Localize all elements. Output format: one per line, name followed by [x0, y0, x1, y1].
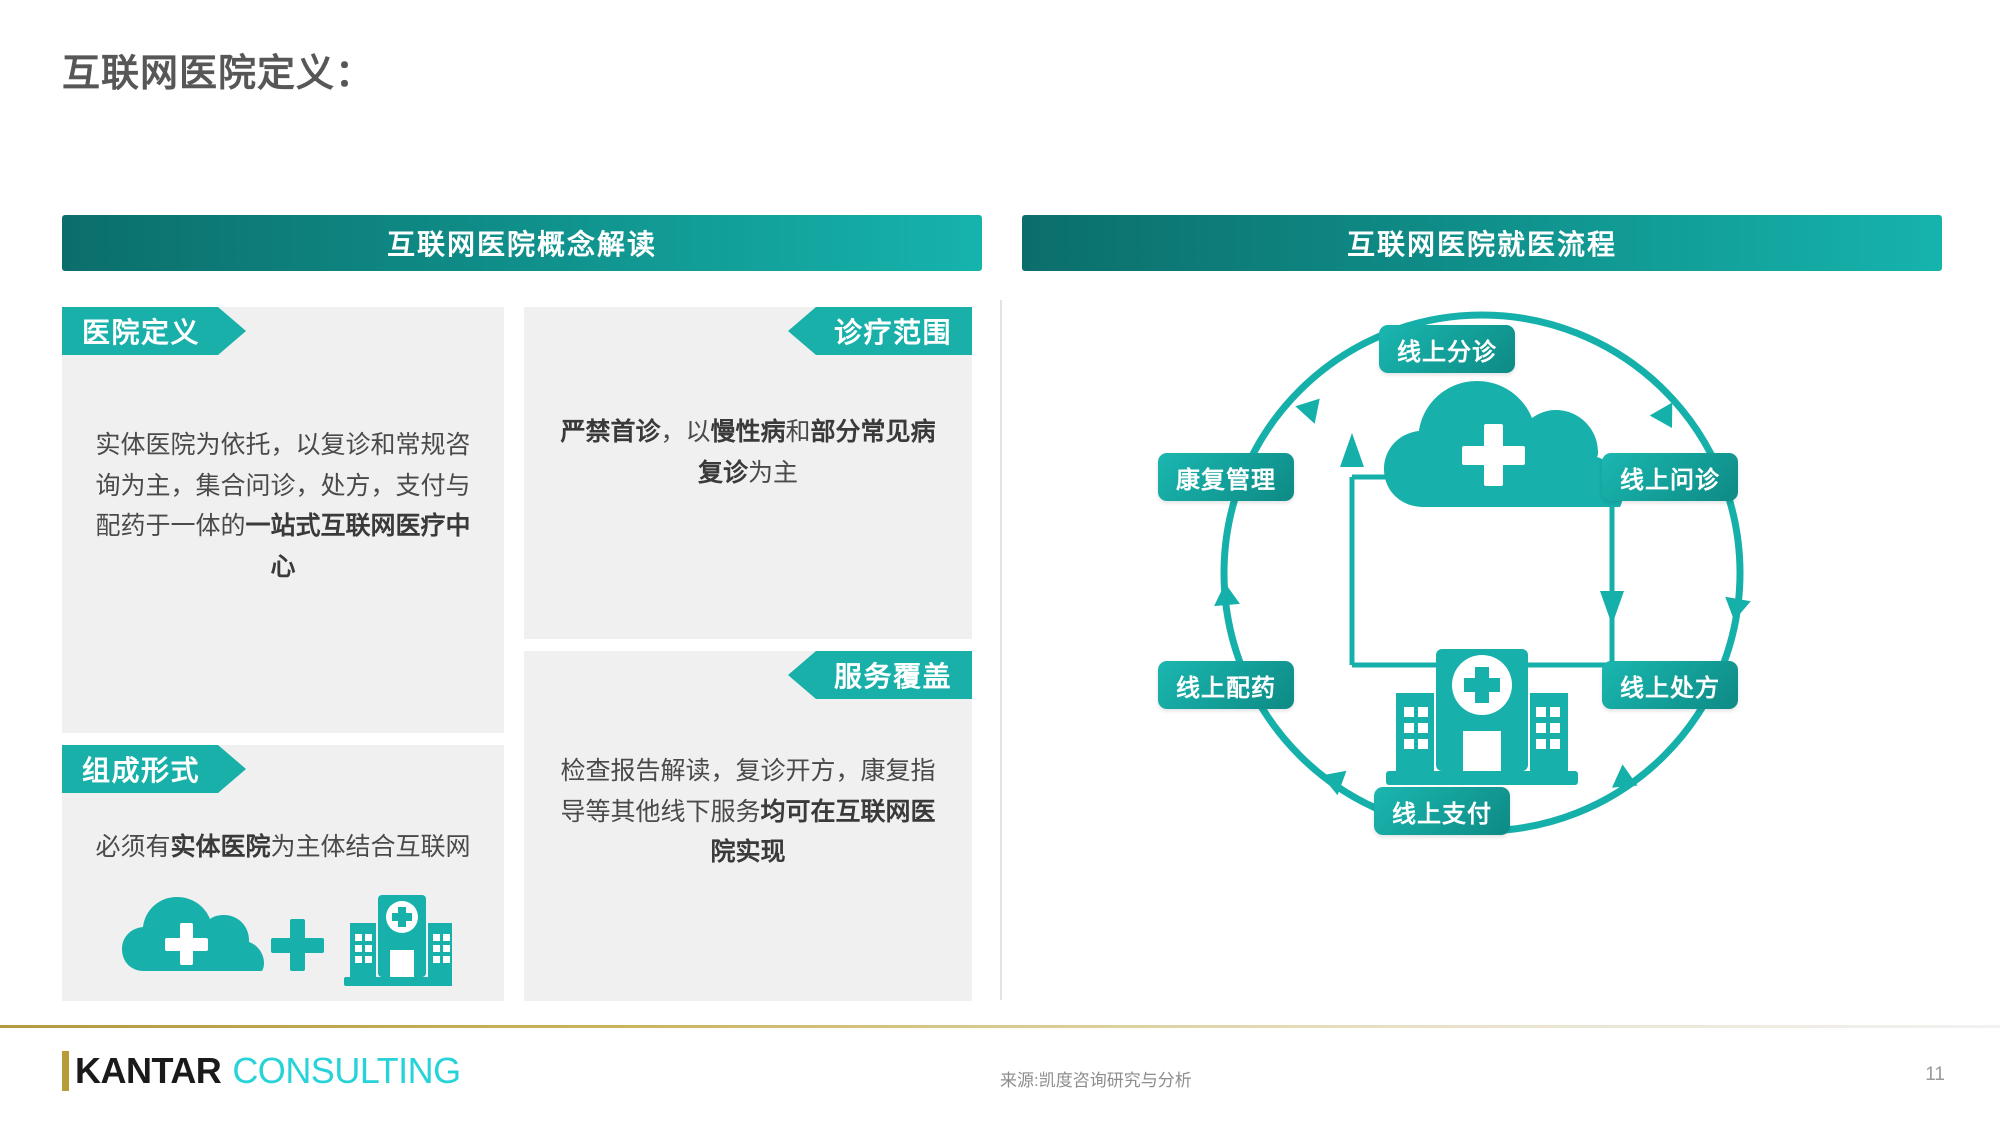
text-pre: 必须有	[95, 833, 171, 861]
text-pre: 实体医院为依托，以复诊和常规咨询为主，集合问诊，处方，支付与配药于一体的	[95, 431, 471, 540]
flow-circle-arrows	[1214, 311, 1751, 835]
kantar-consulting-logo: KANTAR CONSULTING	[62, 1050, 461, 1092]
card-treatment-scope-text: 严禁首诊，以慢性病和部分常见病复诊为主	[560, 412, 936, 493]
text-bold: 一站式互联网医疗中心	[245, 512, 471, 581]
arrowhead-top-left	[1295, 398, 1320, 424]
source-note: 来源:凯度咨询研究与分析	[1000, 1071, 1192, 1090]
hospital-cross-icon	[1386, 649, 1578, 785]
arrowhead-left	[1214, 583, 1240, 607]
page-title: 互联网医院定义：	[62, 53, 375, 95]
logo-consulting-text: CONSULTING	[232, 1050, 461, 1091]
footer-divider	[0, 1025, 2000, 1028]
arrowhead-bottom-left	[1321, 770, 1347, 796]
flow-node-prescription[interactable]: 线上处方	[1602, 661, 1738, 709]
flow-node-triage[interactable]: 线上分诊	[1379, 325, 1515, 373]
flow-node-payment[interactable]: 线上支付	[1374, 787, 1510, 835]
text-mid-1: ，以	[660, 418, 711, 446]
tag-label: 诊疗范围	[833, 317, 952, 348]
plus-icon	[271, 919, 324, 971]
card-service-coverage-text: 检查报告解读，复诊开方，康复指导等其他线下服务均可在互联网医院实现	[554, 751, 942, 873]
arrowhead-top-right	[1649, 402, 1673, 429]
right-banner-label: 互联网医院就医流程	[1346, 229, 1617, 260]
text-post: 为主体结合互联网	[270, 833, 471, 861]
text-bold-3: 部分常见病复诊	[697, 418, 936, 487]
loop-arrow-down	[1600, 591, 1624, 625]
text-bold-2: 慢性病	[710, 418, 786, 446]
right-panel-banner: 互联网医院就医流程	[1022, 215, 1942, 271]
composition-icon-group	[122, 887, 460, 987]
tag-label: 组成形式	[82, 755, 201, 786]
patient-flow-diagram: 线上分诊 线上问诊 线上处方 线上支付 线上配药 康复管理	[1022, 295, 1942, 995]
arrowhead-right	[1725, 596, 1751, 621]
text-bold: 均可在互联网医院实现	[710, 797, 936, 867]
tag-label: 医院定义	[82, 317, 201, 348]
text-pre: 检查报告解读，复诊开方，康复指导等其他线下服务	[560, 757, 936, 826]
text-bold: 实体医院	[170, 833, 271, 861]
tag-composition-form: 组成形式	[62, 745, 246, 793]
tag-treatment-scope: 诊疗范围	[787, 307, 972, 355]
left-panel-banner: 互联网医院概念解读	[62, 215, 982, 271]
text-mid-2: 和	[785, 418, 811, 446]
left-banner-label: 互联网医院概念解读	[386, 229, 657, 260]
text-bold-1: 严禁首诊	[560, 418, 661, 446]
card-hospital-definition-text: 实体医院为依托，以复诊和常规咨询为主，集合问诊，处方，支付与配药于一体的一站式互…	[94, 425, 472, 587]
cloud-plus-icon	[122, 897, 264, 971]
text-mid-3: 为主	[748, 458, 799, 487]
flow-node-label: 线上配药	[1176, 674, 1276, 702]
hospital-icon	[344, 895, 460, 986]
tag-hospital-definition: 医院定义	[62, 307, 246, 355]
right-panel: 互联网医院就医流程	[1022, 215, 1942, 1005]
card-composition-form: 组成形式 必须有实体医院为主体结合互联网	[62, 745, 504, 1001]
logo-kantar-text: KANTAR	[75, 1050, 222, 1091]
panel-divider	[1000, 300, 1002, 1000]
flow-node-label: 线上支付	[1392, 800, 1492, 828]
flow-node-dispensing[interactable]: 线上配药	[1158, 661, 1294, 709]
flow-node-label: 线上问诊	[1620, 466, 1720, 494]
flow-node-label: 线上处方	[1620, 674, 1720, 702]
card-treatment-scope: 诊疗范围 严禁首诊，以慢性病和部分常见病复诊为主	[524, 307, 972, 639]
tag-label: 服务覆盖	[833, 661, 952, 692]
card-service-coverage: 服务覆盖 检查报告解读，复诊开方，康复指导等其他线下服务均可在互联网医院实现	[524, 651, 972, 1001]
card-hospital-definition: 医院定义 实体医院为依托，以复诊和常规咨询为主，集合问诊，处方，支付与配药于一体…	[62, 307, 504, 733]
flow-node-rehabilitation[interactable]: 康复管理	[1158, 453, 1294, 501]
arrowhead-bottom-right	[1611, 764, 1638, 788]
card-composition-form-text: 必须有实体医院为主体结合互联网	[86, 827, 480, 868]
loop-arrow-up	[1340, 433, 1364, 467]
left-panel: 互联网医院概念解读 医院定义 实体医院为依托，以复诊和常规咨询为主，集合问诊，处…	[62, 215, 982, 1005]
flow-node-label: 线上分诊	[1397, 338, 1497, 366]
tag-service-coverage: 服务覆盖	[787, 651, 972, 699]
flow-node-label: 康复管理	[1176, 466, 1276, 494]
logo-accent-bar	[62, 1051, 69, 1091]
cloud-plus-icon	[1384, 381, 1623, 507]
flow-node-consult[interactable]: 线上问诊	[1602, 453, 1738, 501]
page-number: 11	[1925, 1064, 1945, 1085]
